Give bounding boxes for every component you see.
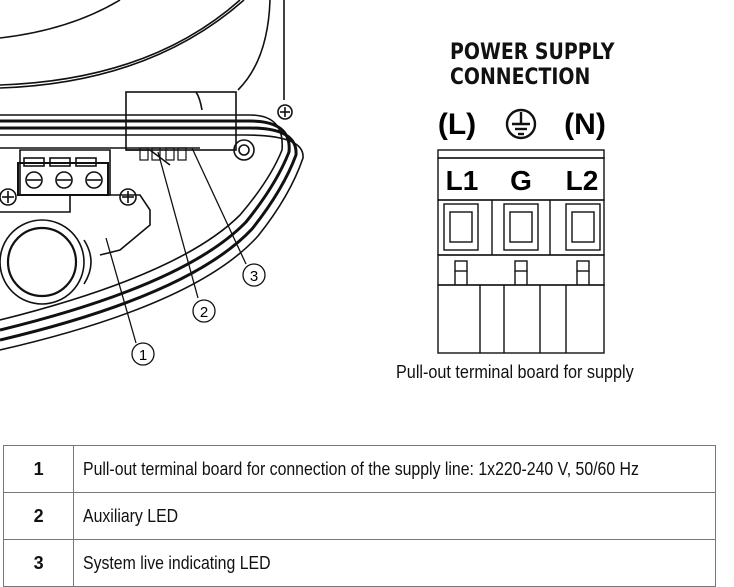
callout-2-label: 2 xyxy=(200,304,208,321)
legend-table: 1 Pull-out terminal board for connection… xyxy=(2,445,716,587)
legend-text: Auxiliary LED xyxy=(83,505,179,526)
device-diagram: 1 2 3 (L) (N) xyxy=(0,0,606,366)
terminal-board-caption: Pull-out terminal board for supply xyxy=(396,362,634,382)
callout-leaders xyxy=(105,147,247,344)
table-row: 2 Auxiliary LED xyxy=(2,492,716,540)
device-housing xyxy=(0,0,304,351)
callout-1-label: 1 xyxy=(139,347,147,364)
legend-description: Pull-out terminal board for connection o… xyxy=(73,445,716,493)
legend-number: 1 xyxy=(2,445,75,493)
earth-ground-icon xyxy=(505,108,537,140)
legend-text: System live indicating LED xyxy=(83,552,271,573)
callout-2: 2 xyxy=(192,299,216,323)
polarity-symbols: (L) (N) xyxy=(438,108,606,141)
terminal-L2: L2 xyxy=(565,165,601,285)
legend-description: Auxiliary LED xyxy=(73,492,716,540)
heading-line-1: POWER SUPPLY xyxy=(450,40,615,65)
terminal-L1-label: L1 xyxy=(446,165,479,196)
callout-3: 3 xyxy=(242,263,266,287)
legend-description: System live indicating LED xyxy=(73,539,716,587)
terminal-G-label: G xyxy=(510,165,532,196)
heading-line-2: CONNECTION xyxy=(450,65,591,90)
legend-text: Pull-out terminal board for connection o… xyxy=(83,458,640,479)
table-row: 1 Pull-out terminal board for connection… xyxy=(2,445,716,493)
power-supply-heading: POWER SUPPLY CONNECTION xyxy=(450,40,614,90)
callout-1: 1 xyxy=(131,342,155,366)
legend-number: 2 xyxy=(2,492,75,540)
terminal-L2-label: L2 xyxy=(566,165,599,196)
terminal-board xyxy=(437,149,605,354)
callout-3-label: 3 xyxy=(250,268,258,285)
live-symbol: (L) xyxy=(438,108,476,141)
neutral-symbol: (N) xyxy=(564,108,606,141)
terminal-L1: L1 xyxy=(443,165,479,285)
table-row: 3 System live indicating LED xyxy=(2,539,716,587)
terminal-G: G xyxy=(503,165,539,285)
legend-number: 3 xyxy=(2,539,75,587)
